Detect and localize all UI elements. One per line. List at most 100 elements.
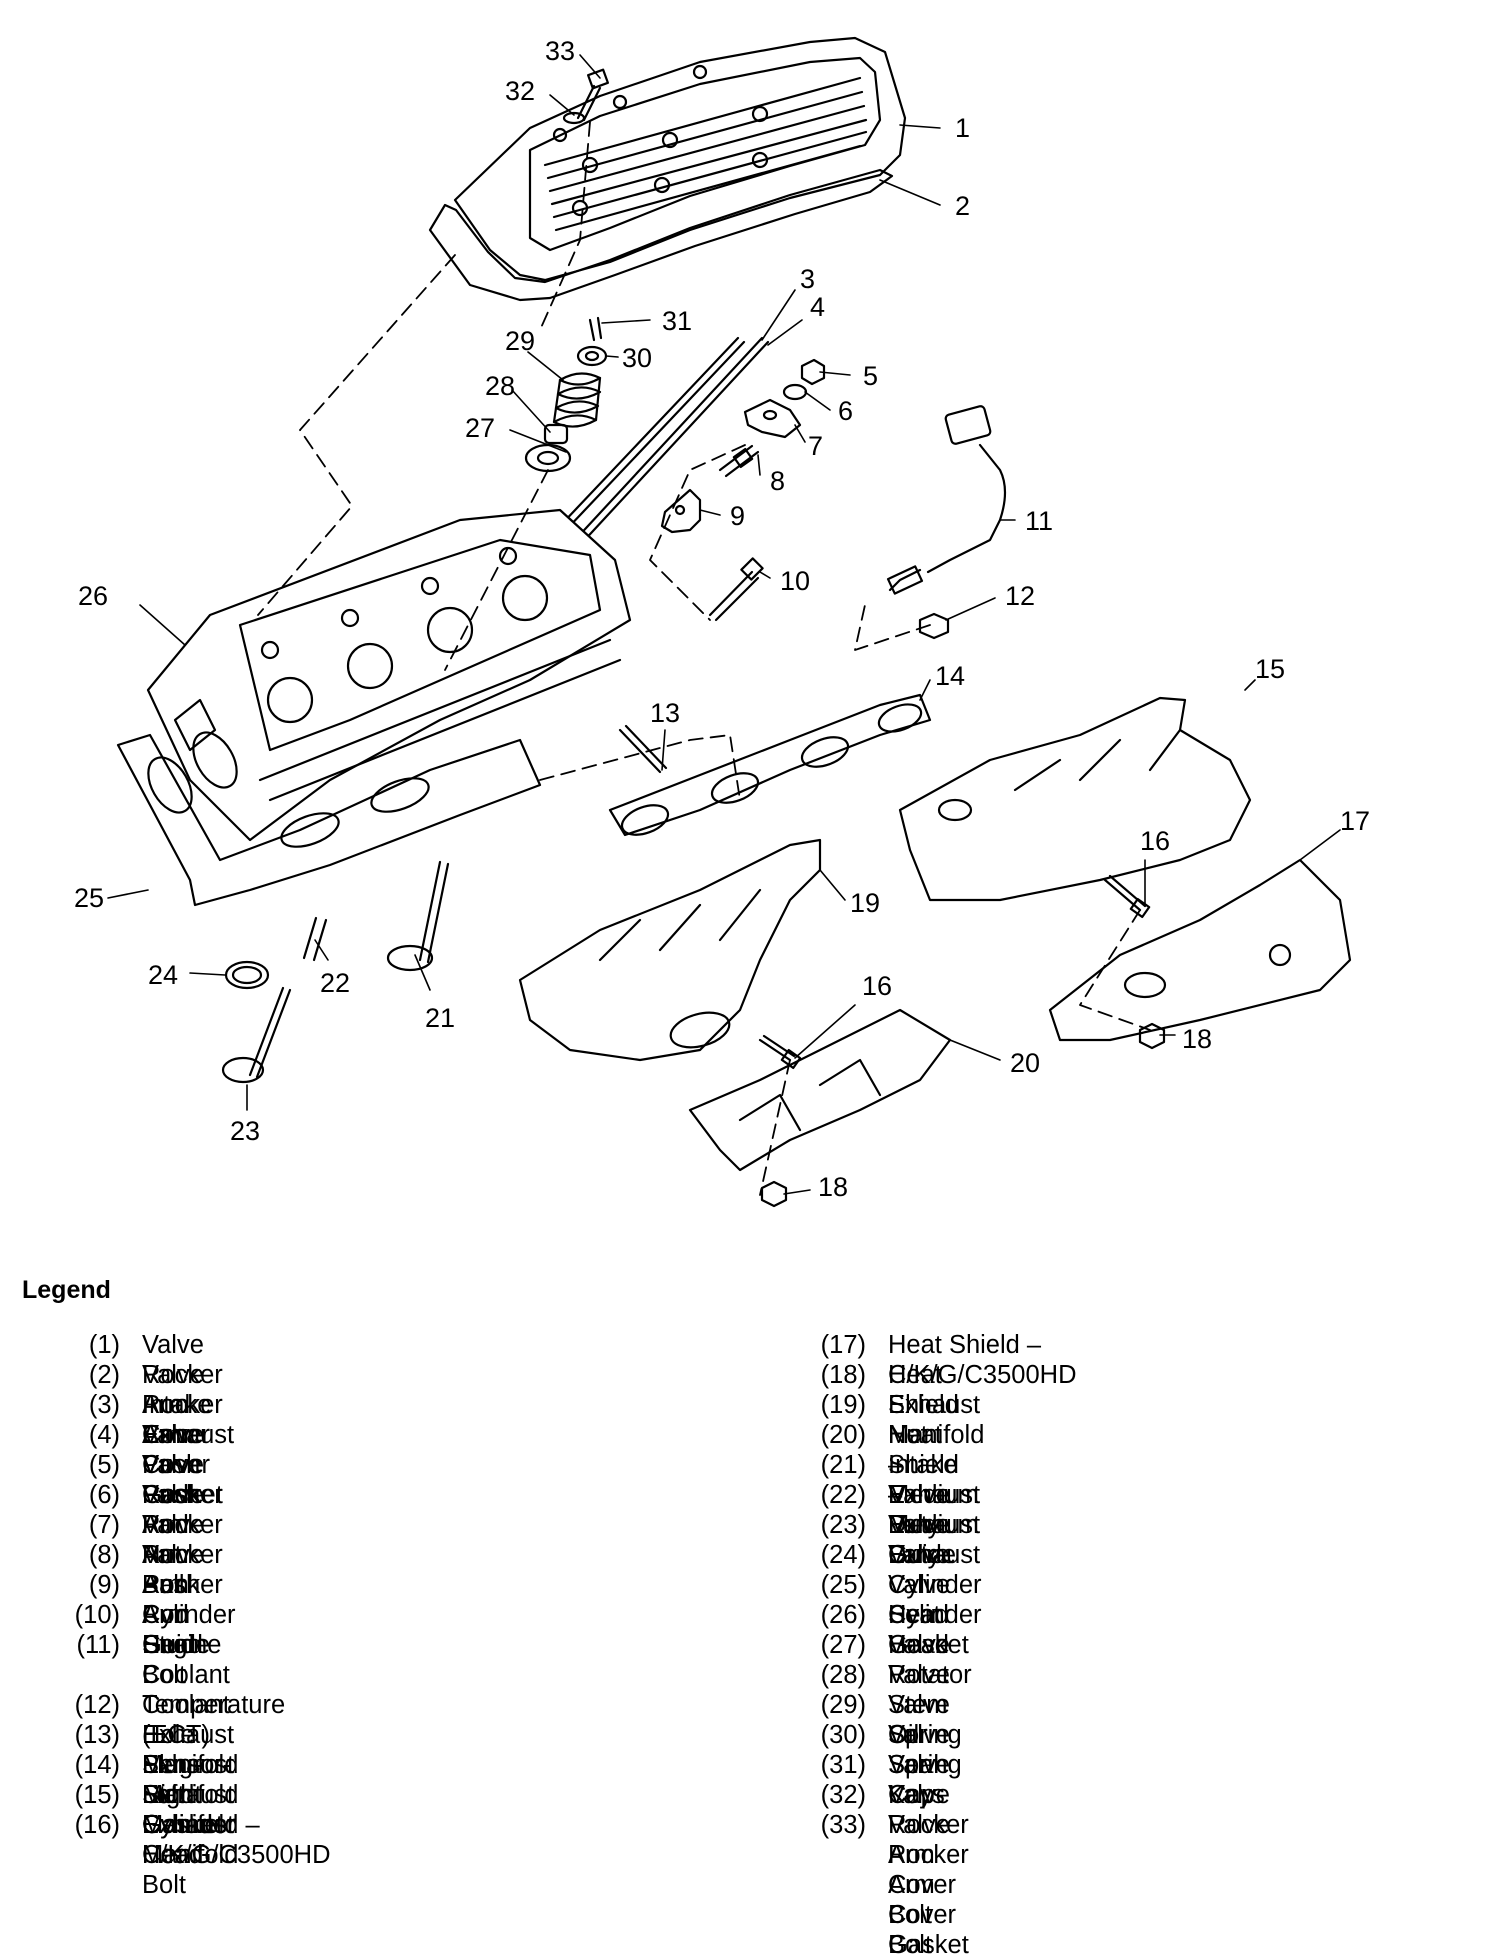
cylinder-head-bolt <box>708 557 764 622</box>
callout-23: 23 <box>230 1116 260 1146</box>
valve-rocker-arm-nut <box>800 358 826 386</box>
cylinder-head-gasket <box>116 731 542 907</box>
valve-rocker-arm-cover-gasket <box>428 168 894 302</box>
legend-item-label: Cylinder Head Gasket <box>888 1571 982 1659</box>
callout-33: 33 <box>545 36 575 66</box>
callout-19: 19 <box>850 888 880 918</box>
callout-30: 30 <box>622 343 652 373</box>
callout-8: 8 <box>770 466 785 496</box>
callout-7: 7 <box>808 431 823 461</box>
exhaust-valve <box>221 986 292 1084</box>
legend-item-number: (11) <box>76 1631 120 1659</box>
valve-rocker-arm-ball <box>782 383 808 401</box>
legend-item-label: Valve Rocker Arm Cover Gasket <box>142 1361 223 1509</box>
heat-shield-nut-lower <box>760 1180 788 1208</box>
cylinder-head <box>146 508 632 842</box>
legend-item-number: (31) <box>820 1751 866 1779</box>
legend-item-label: Exhaust Valve Guide <box>888 1481 981 1569</box>
legend-item-label: Valve Spring <box>888 1691 962 1749</box>
legend-item-label: Valve Rocker Arm Stud <box>142 1541 223 1659</box>
legend-item-number: (25) <box>820 1571 866 1599</box>
callout-20: 20 <box>1010 1048 1040 1078</box>
valve-rotator <box>524 443 572 473</box>
valve-keys <box>588 316 603 342</box>
valve-rocker-arm-cover <box>453 36 907 282</box>
legend-item-number: (21) <box>820 1451 866 1479</box>
exhaust-manifold-bolt-lower <box>758 1034 802 1070</box>
legend-title: Legend <box>22 1276 111 1304</box>
legend-item-number: (30) <box>820 1721 866 1749</box>
legend-item-label: Exhaust Manifold Stud <box>142 1721 239 1809</box>
legend-item-label: Heat Shield – Medium Duty <box>888 1421 979 1569</box>
exhaust-valve-seat <box>224 960 270 990</box>
legend-item-label: Valve Rocker Arm Ball <box>142 1481 223 1599</box>
legend-item-label: Heat Shield – C/K/G/C3500HD <box>888 1331 1077 1389</box>
callout-31: 31 <box>662 306 692 336</box>
legend-item-number: (12) <box>74 1691 120 1719</box>
callout-24: 24 <box>148 960 178 990</box>
assembly-lines <box>257 121 1151 1196</box>
intake-valve <box>386 860 450 972</box>
callout-17: 17 <box>1340 806 1370 836</box>
legend-item-number: (14) <box>74 1751 120 1779</box>
valve-rocker-arm <box>743 398 802 439</box>
legend-item-label: Valve Stem Oil Seal <box>888 1661 950 1779</box>
legend-item-number: (33) <box>820 1811 866 1839</box>
valve-rocker-arm-stud <box>718 444 760 478</box>
coolant-hole-plug <box>918 612 950 640</box>
callout-14: 14 <box>935 661 965 691</box>
legend-item-number: (6) <box>88 1481 120 1509</box>
legend-item-number: (9) <box>88 1571 120 1599</box>
legend-item-label: Valve Spring Cap <box>888 1721 962 1809</box>
legend-item-label: Exhaust Valve Push Rod <box>142 1421 235 1539</box>
heat-shield-medium-duty <box>688 1008 952 1172</box>
callout-3: 3 <box>800 264 815 294</box>
callout-4: 4 <box>810 292 825 322</box>
legend-item-number: (28) <box>820 1661 866 1689</box>
legend-item-label: Valve Rocker Arm Cover Bolt <box>888 1811 969 1959</box>
legend-item-label: Exhaust Manifold – Medium Duty <box>888 1391 985 1539</box>
callout-32: 32 <box>505 76 535 106</box>
heat-shield-nut-right <box>1138 1022 1166 1050</box>
legend-item-number: (10) <box>74 1601 120 1629</box>
push-rod-guide <box>660 488 702 534</box>
legend-item-number: (8) <box>88 1541 120 1569</box>
callout-6: 6 <box>838 396 853 426</box>
valve-rocker-arm-cover-bolt <box>576 68 610 122</box>
legend-item-label: Exhaust Valve <box>888 1511 981 1569</box>
legend-item-number: (23) <box>820 1511 866 1539</box>
legend-item-number: (13) <box>74 1721 120 1749</box>
callout-5: 5 <box>863 361 878 391</box>
legend-item-number: (3) <box>88 1391 120 1419</box>
callout-25: 25 <box>74 883 104 913</box>
exhaust-manifold-ckg <box>898 696 1252 902</box>
callout-2: 2 <box>955 191 970 221</box>
legend-item-number: (18) <box>820 1361 866 1389</box>
legend-item-label: Valve Rotator <box>888 1631 972 1689</box>
legend-item-number: (16) <box>74 1811 120 1839</box>
legend-item-number: (15) <box>74 1781 120 1809</box>
exhaust-manifold-gasket <box>608 693 932 837</box>
valve-rocker-arm-cover-bolt-gasket <box>562 111 586 125</box>
legend-item-number: (1) <box>88 1331 120 1359</box>
legend-item-label: Push Rod Guide <box>142 1571 211 1659</box>
legend-item-number: (20) <box>820 1421 866 1449</box>
exploded-view-diagram: 1 2 3 4 5 6 7 8 9 10 11 12 13 14 15 16 1… <box>74 36 1370 1208</box>
legend-item-label: Exhaust Manifold Bolt <box>142 1811 239 1899</box>
legend-item-label: Intake Valve <box>888 1451 958 1509</box>
callout-labels: 1 2 3 4 5 6 7 8 9 10 11 12 13 14 15 16 1… <box>74 36 1370 1202</box>
legend-item-number: (24) <box>820 1541 866 1569</box>
callout-13: 13 <box>650 698 680 728</box>
engine-coolant-temperature-sensor <box>886 405 1007 595</box>
legend-item-number: (32) <box>820 1781 866 1809</box>
valve-spring <box>552 372 602 428</box>
legend-item-label: Cylinder Head <box>888 1601 982 1659</box>
exhaust-manifold-bolt-upper <box>1103 874 1151 919</box>
exhaust-valve-guide <box>302 916 328 962</box>
legend-item-number: (2) <box>88 1361 120 1389</box>
exhaust-manifold-stud <box>618 724 668 774</box>
valve-spring-cap <box>576 345 608 367</box>
callout-15: 15 <box>1255 654 1285 684</box>
legend-item-number: (5) <box>88 1451 120 1479</box>
legend-item-number: (27) <box>820 1631 866 1659</box>
